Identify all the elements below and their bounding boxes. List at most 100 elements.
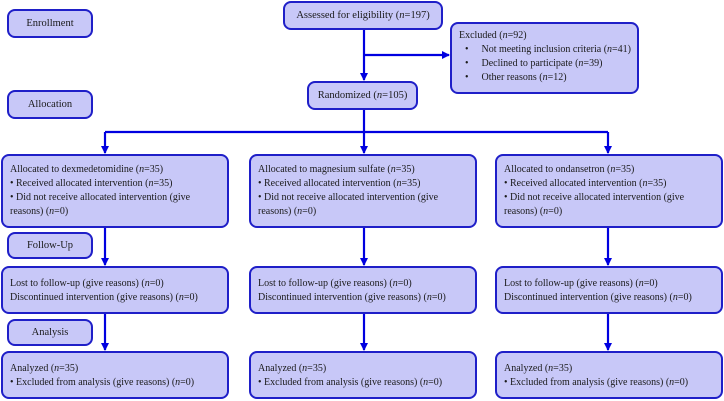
bullet: • — [465, 44, 469, 55]
text-line: Analyzed (n=35) — [10, 363, 79, 374]
line-text: Lost to follow-up (give reasons) — [10, 278, 139, 289]
n-symbol: n — [392, 278, 398, 289]
n-symbol: n — [610, 164, 616, 175]
text-line: • Received allocated intervention (n=35) — [504, 178, 667, 189]
n-value: 39 — [589, 58, 600, 69]
text-line: Discontinued intervention (give reasons)… — [258, 292, 446, 303]
text-line: • Did not receive allocated intervention… — [504, 191, 714, 205]
n-value: 35 — [312, 363, 323, 374]
arm-1-allocation-box: Allocated to dexmedetomidine (n=35)• Rec… — [1, 154, 229, 228]
n-value: 105 — [388, 89, 404, 101]
text-line: Lost to follow-up (give reasons) (n=0) — [258, 278, 412, 289]
arm-3-allocation-box: Allocated to ondansetron (n=35) • Receive… — [495, 154, 723, 228]
n-value: 35 — [621, 164, 632, 175]
text-line: • Did not receive allocated intervention… — [258, 191, 468, 205]
text-line: Discontinued intervention (give reasons)… — [504, 292, 692, 303]
text-line: • Other reasons (n=12) — [465, 72, 567, 83]
line-text: Excluded from analysis (give reasons) — [16, 377, 170, 388]
arm-2-allocation-box: Allocated to magnesium sulfate (n=35) • R… — [249, 154, 477, 228]
n-symbol: n — [139, 164, 145, 175]
n-value: 35 — [558, 363, 569, 374]
randomized-box: Randomized (n=105) — [307, 81, 418, 110]
n-value: 35 — [401, 164, 412, 175]
line-text: Analyzed — [504, 363, 543, 374]
n-value: 35 — [149, 164, 160, 175]
text-line: Lost to follow-up (give reasons) (n=0) — [10, 278, 164, 289]
line-text: Did not receive allocated intervention (… — [510, 192, 685, 203]
line-text: Discontinued intervention (give reasons) — [504, 292, 668, 303]
n-symbol: n — [542, 72, 548, 83]
n-value: 0 — [307, 206, 313, 217]
text-line: Excluded (n=92) — [459, 30, 527, 41]
line-text: Did not receive allocated intervention (… — [264, 192, 439, 203]
line-text: Analyzed — [258, 363, 297, 374]
n-value: 0 — [185, 377, 191, 388]
n-value: 41 — [617, 44, 628, 55]
line-text: Discontinued intervention (give reasons) — [10, 292, 174, 303]
text-line: • Declined to participate (n=39) — [465, 58, 603, 69]
n-value: 0 — [59, 206, 65, 217]
n-value: 35 — [407, 178, 418, 189]
n-symbol: n — [175, 377, 181, 388]
n-value: 12 — [553, 72, 564, 83]
bullet: • — [10, 192, 14, 203]
stage-label: Follow-Up — [26, 240, 74, 251]
text-line: Analyzed (n=35) — [504, 363, 573, 374]
n-symbol: n — [578, 58, 584, 69]
line-text: Lost to follow-up (give reasons) — [504, 278, 633, 289]
n-symbol: n — [426, 292, 432, 303]
arm-1-analysis-box: Analyzed (n=35) • Excluded from analysis … — [1, 351, 229, 399]
n-symbol: n — [642, 178, 648, 189]
n-symbol: n — [148, 178, 154, 189]
n-symbol: n — [423, 377, 429, 388]
n-symbol: n — [502, 30, 508, 41]
text-line: Allocated to dexmedetomidine (n=35) — [10, 164, 164, 175]
bullet: • — [465, 72, 469, 83]
line-text: Assessed for eligibility — [296, 9, 394, 21]
stage-label: Analysis — [31, 327, 69, 338]
line-text: Did not receive allocated intervention (… — [16, 192, 191, 203]
n-symbol: n — [178, 292, 184, 303]
text-line: • Did not receive allocated intervention… — [10, 191, 220, 205]
n-symbol: n — [390, 164, 396, 175]
line-text: Randomized — [317, 89, 371, 101]
line-text: Allocated to dexmedetomidine — [10, 164, 134, 175]
bullet: • — [258, 178, 262, 189]
line-text: Received allocated intervention — [264, 178, 391, 189]
n-symbol: n — [302, 363, 308, 374]
n-symbol: n — [49, 206, 55, 217]
text-line: • Received allocated intervention (n=35) — [258, 178, 421, 189]
bullet: • — [504, 377, 508, 388]
n-symbol: n — [638, 278, 644, 289]
line-text: Excluded — [459, 30, 497, 41]
line-text: Not meeting inclusion criteria — [481, 44, 602, 55]
line-text: reasons) — [504, 206, 538, 217]
n-value: 0 — [553, 206, 559, 217]
line-text: Excluded from analysis (give reasons) — [510, 377, 664, 388]
n-value: 35 — [64, 363, 75, 374]
text-line: Allocated to ondansetron (n=35) — [504, 164, 635, 175]
line-text: reasons) — [258, 206, 292, 217]
stage-label: Allocation — [27, 99, 73, 110]
n-value: 0 — [155, 278, 161, 289]
n-symbol: n — [548, 363, 554, 374]
bullet: • — [10, 377, 14, 388]
bullet: • — [258, 192, 262, 203]
n-symbol: n — [669, 377, 675, 388]
n-symbol: n — [376, 89, 383, 101]
assessed-box: Assessed for eligibility (n=197) — [283, 1, 443, 30]
text-line: Lost to follow-up (give reasons) (n=0) — [504, 278, 658, 289]
n-value: 35 — [653, 178, 664, 189]
arm-3-analysis-box: Analyzed (n=35) • Excluded from analysis … — [495, 351, 723, 399]
n-value: 0 — [403, 278, 409, 289]
stage-allocation: Allocation — [7, 90, 93, 119]
stage-enrollment: Enrollment — [7, 9, 93, 38]
line-text: Analyzed — [10, 363, 49, 374]
bullet: • — [465, 58, 469, 69]
n-value: 0 — [189, 292, 195, 303]
n-symbol: n — [396, 178, 402, 189]
text-line: Allocated to magnesium sulfate (n=35) — [258, 164, 415, 175]
arm-2-analysis-box: Analyzed (n=35)• Excluded from analysis … — [249, 351, 477, 399]
text-line: • Not meeting inclusion criteria (n=41) — [465, 44, 632, 55]
